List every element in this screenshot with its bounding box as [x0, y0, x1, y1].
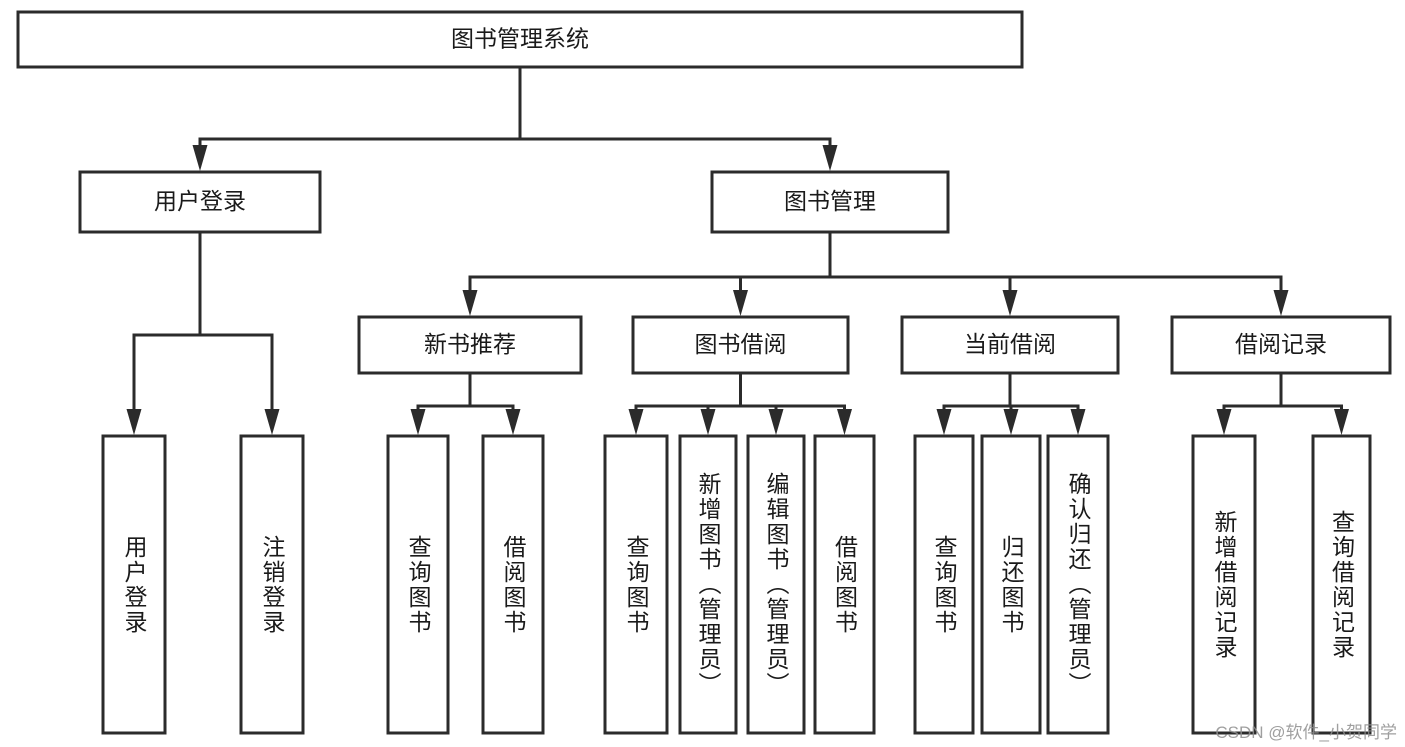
node-box-leaf4	[481, 434, 545, 735]
node-box-leaf6	[678, 434, 738, 735]
node-box-leaf12	[1191, 434, 1257, 735]
node-label-borrow: 图书借阅	[695, 331, 787, 357]
connectors-layer	[126, 65, 1349, 435]
node-box-leaf5	[603, 434, 669, 735]
node-boxes-layer	[16, 10, 1392, 735]
node-box-leaf10	[980, 434, 1042, 735]
node-box-record	[1170, 315, 1392, 375]
node-box-leaf1	[101, 434, 167, 735]
node-box-leaf2	[239, 434, 305, 735]
node-label-bookmgmt: 图书管理	[784, 188, 876, 214]
node-label-current: 当前借阅	[964, 331, 1056, 357]
node-box-leaf8	[813, 434, 876, 735]
node-box-newbook	[357, 315, 583, 375]
node-box-leaf13	[1311, 434, 1372, 735]
node-box-root	[16, 10, 1024, 69]
node-box-leaf11	[1046, 434, 1110, 735]
node-box-current	[900, 315, 1120, 375]
node-box-bookmgmt	[710, 170, 950, 234]
node-box-borrow	[631, 315, 850, 375]
node-label-login: 用户登录	[154, 188, 246, 214]
watermark-credit: CSDN @软件_小贺同学	[1215, 723, 1397, 742]
node-box-leaf3	[386, 434, 450, 735]
node-label-newbook: 新书推荐	[424, 331, 516, 357]
node-label-root: 图书管理系统	[451, 26, 589, 52]
node-box-leaf7	[746, 434, 806, 735]
node-box-login	[78, 170, 322, 234]
node-box-leaf9	[913, 434, 975, 735]
node-label-record: 借阅记录	[1235, 331, 1327, 357]
